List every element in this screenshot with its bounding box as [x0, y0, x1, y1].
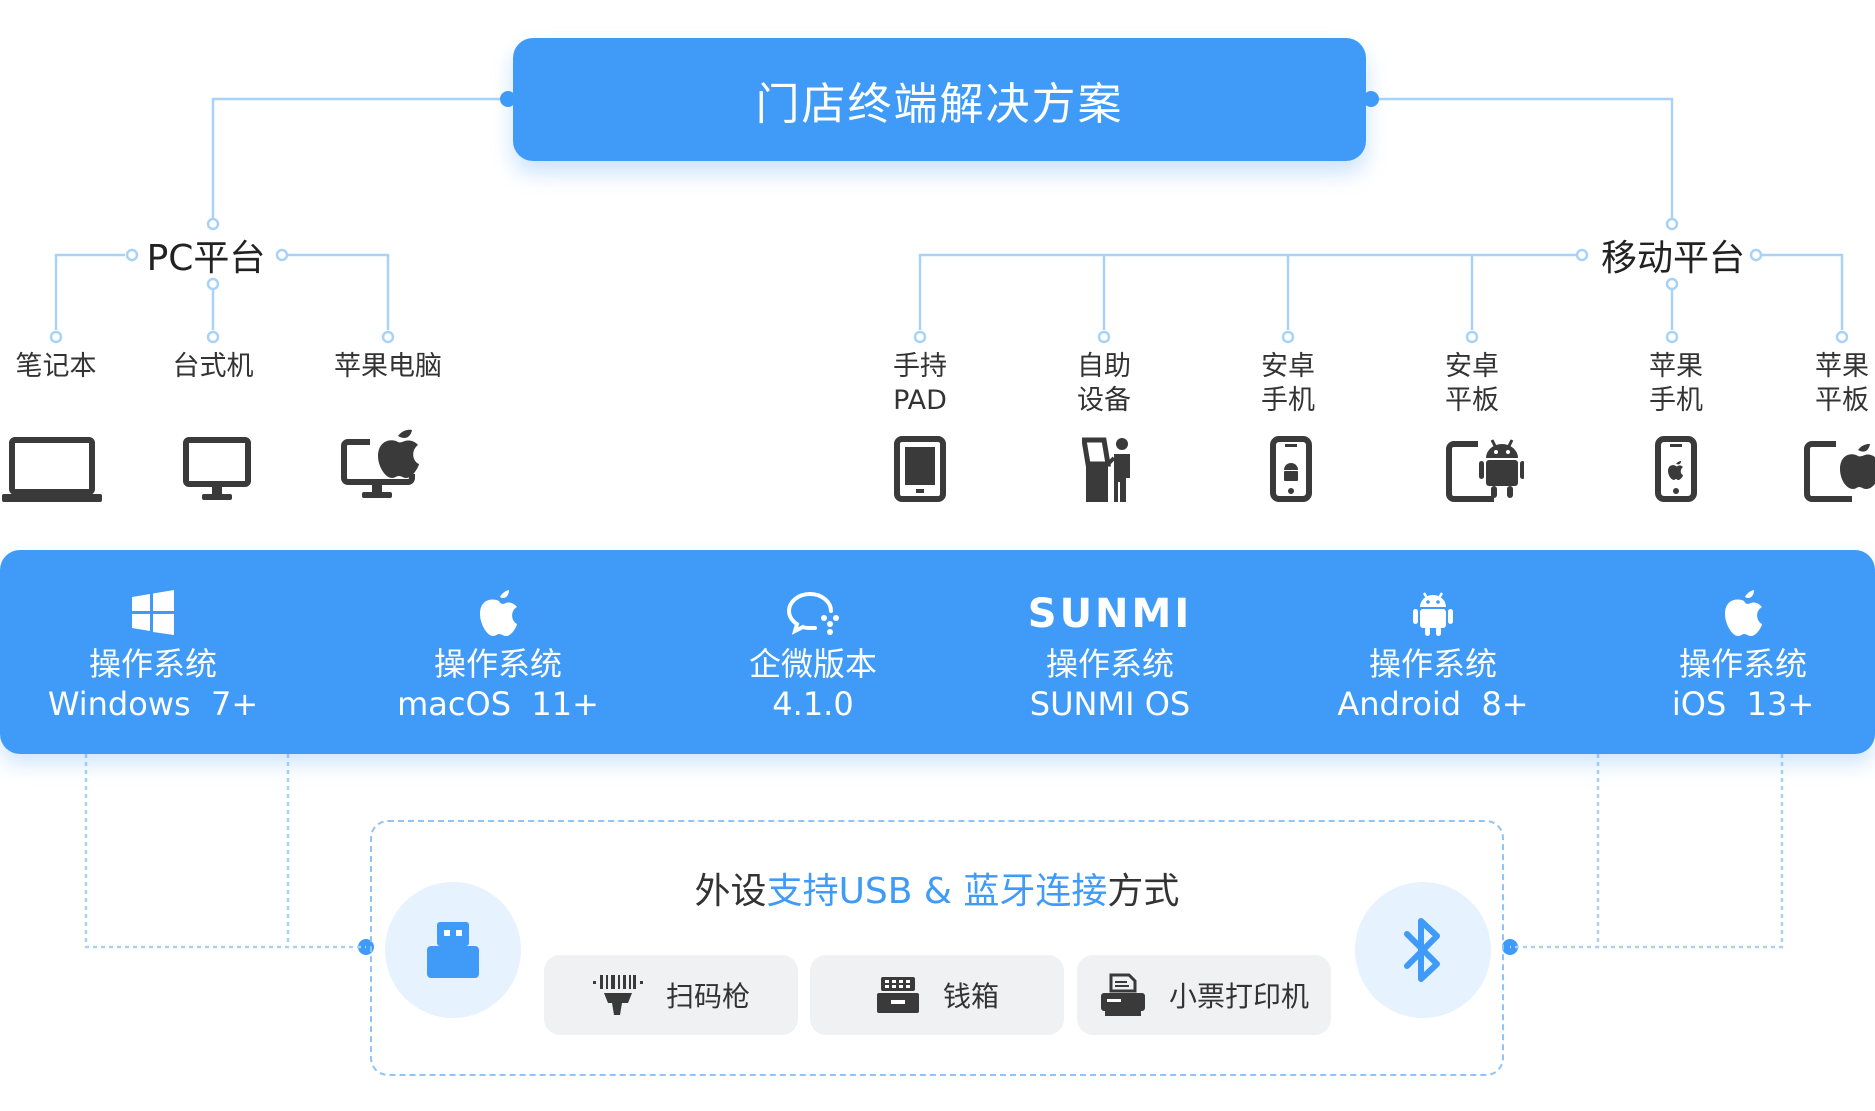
peripheral-receipt-printer-label: 小票打印机	[1168, 980, 1309, 1013]
usb-icon	[427, 922, 479, 978]
device-android-tablet-label: 安卓平板	[1445, 351, 1499, 416]
peripherals-panel	[370, 820, 1504, 1076]
peripheral-scanner-label: 扫码枪	[665, 980, 750, 1013]
peripheral-receipt-printer: 小票打印机	[1077, 955, 1331, 1035]
os-windows: 操作系统 Windows 7+	[3, 588, 303, 724]
bluetooth-icon	[1404, 918, 1440, 982]
os-sunmi: SUNMI 操作系统 SUNMI OS	[960, 588, 1260, 724]
solution-title: 门店终端解决方案	[513, 38, 1366, 161]
android-phone-icon	[1270, 436, 1312, 502]
device-mac-label: 苹果电脑	[334, 351, 442, 382]
apple-computer-icon	[341, 429, 419, 498]
os-sunmi-title: 操作系统	[1045, 645, 1174, 683]
cash-drawer-icon	[876, 977, 919, 1013]
ipad-icon	[1804, 441, 1875, 502]
android-tablet-icon	[1446, 439, 1524, 502]
os-windows-title: 操作系统	[88, 645, 217, 683]
android-icon	[1413, 592, 1453, 636]
os-android-title: 操作系统	[1368, 645, 1497, 683]
laptop-icon	[2, 437, 102, 502]
os-wecom-title: 企微版本	[748, 645, 877, 683]
receipt-printer-icon	[1100, 973, 1145, 1016]
iphone-icon	[1655, 436, 1697, 502]
device-kiosk-label: 自助设备	[1077, 351, 1131, 416]
peripherals-title: 外设支持USB & 蓝牙连接方式	[694, 871, 1180, 912]
kiosk-icon	[1082, 437, 1130, 502]
device-ipad-label: 苹果平板	[1815, 351, 1869, 416]
os-ios-title: 操作系统	[1678, 645, 1807, 683]
device-iphone-label: 苹果手机	[1649, 351, 1703, 416]
os-android-version: Android 8+	[1337, 685, 1529, 723]
pc-platform-label: PC平台	[146, 238, 266, 279]
os-sunmi-version: SUNMI OS	[1029, 685, 1191, 723]
device-laptop-label: 笔记本	[15, 351, 97, 382]
apple-icon	[480, 590, 517, 636]
os-macos: 操作系统 macOS 11+	[348, 588, 648, 724]
barcode-scanner-icon	[592, 975, 643, 1015]
os-support-band	[0, 550, 1875, 754]
os-ios-version: iOS 13+	[1671, 685, 1815, 723]
windows-icon	[132, 590, 174, 635]
usb-circle	[385, 882, 521, 1018]
bluetooth-circle	[1355, 882, 1491, 1018]
os-macos-version: macOS 11+	[397, 685, 599, 723]
tablet-icon	[894, 436, 946, 502]
os-wecom-version: 4.1.0	[772, 685, 854, 723]
peripheral-cash-drawer-label: 钱箱	[942, 980, 999, 1013]
os-ios: 操作系统 iOS 13+	[1593, 588, 1875, 724]
mobile-platform-label: 移动平台	[1600, 238, 1745, 279]
desktop-monitor-icon	[183, 437, 251, 500]
device-android-phone-label: 安卓手机	[1261, 351, 1315, 416]
sunmi-logo: SUNMI	[1027, 591, 1193, 637]
peripheral-scanner: 扫码枪	[544, 955, 798, 1035]
os-macos-title: 操作系统	[433, 645, 562, 683]
os-wecom: 企微版本 4.1.0	[663, 588, 963, 724]
apple-icon	[1725, 590, 1762, 636]
os-android: 操作系统 Android 8+	[1283, 588, 1583, 724]
device-desktop-label: 台式机	[172, 351, 254, 382]
peripheral-cash-drawer: 钱箱	[810, 955, 1064, 1035]
wecom-icon	[786, 592, 839, 635]
os-windows-version: Windows 7+	[47, 685, 259, 723]
